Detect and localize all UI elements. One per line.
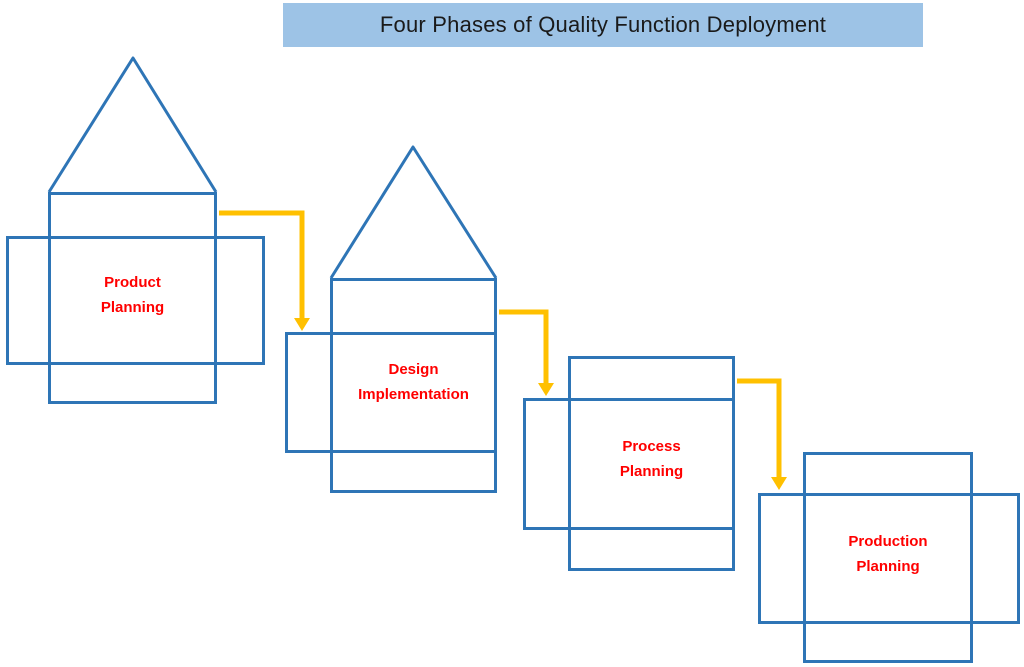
phase-2-roof — [329, 145, 498, 279]
phase-1-roof — [47, 56, 218, 193]
phase-1-matrix-body — [48, 192, 217, 404]
phase-2-label: Design Implementation — [358, 361, 469, 403]
arrowhead-down-icon — [538, 383, 554, 396]
arrow-phase3-to-phase4 — [737, 378, 787, 490]
arrowhead-down-icon — [771, 477, 787, 490]
title-banner: Four Phases of Quality Function Deployme… — [283, 3, 923, 47]
phase-2-side-panels — [285, 332, 497, 453]
diagram-title: Four Phases of Quality Function Deployme… — [379, 12, 827, 37]
phase-3-side-panels — [523, 398, 735, 530]
phase-1-label: Product Planning — [100, 274, 165, 316]
phase-4-matrix-body — [803, 452, 973, 663]
arrow-phase2-to-phase3 — [499, 309, 554, 396]
phase-3-label: Process Planning — [619, 438, 684, 480]
phase-4-label: Production Planning — [848, 533, 928, 575]
phase-4-side-panels — [758, 493, 1020, 624]
arrowhead-down-icon — [294, 318, 310, 331]
